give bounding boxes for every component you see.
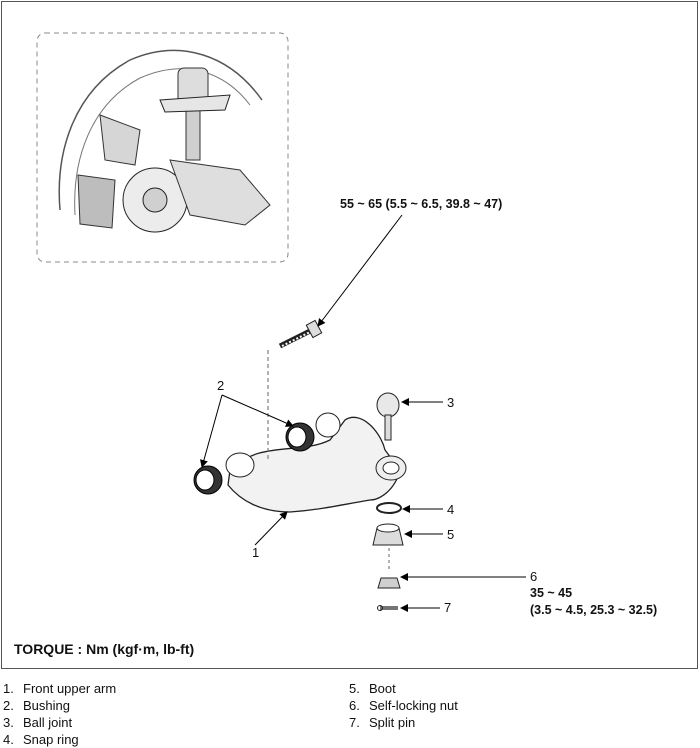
diagram-frame xyxy=(1,1,698,669)
legend-number: 4. xyxy=(3,732,14,747)
legend-item: 4. Snap ring xyxy=(3,731,116,748)
legend-item: 2. Bushing xyxy=(3,697,116,714)
callout-2: 2 xyxy=(217,378,225,393)
vehicle-location-inset xyxy=(36,32,289,263)
front-upper-arm xyxy=(225,412,407,513)
legend-number: 7. xyxy=(349,715,360,730)
callout-6: 6 xyxy=(530,569,538,584)
callout-3: 3 xyxy=(447,395,455,410)
bolt-torque-spec: 55 ~ 65 (5.5 ~ 6.5, 39.8 ~ 47) xyxy=(340,197,503,211)
legend-column-left: 1. Front upper arm 2. Bushing 3. Ball joint… xyxy=(3,680,116,748)
ball-joint xyxy=(376,392,400,441)
bushing-left xyxy=(193,465,223,495)
boot xyxy=(372,523,404,546)
legend-label: Self-locking nut xyxy=(369,698,458,713)
legend-label: Boot xyxy=(369,681,396,696)
legend-label: Bushing xyxy=(23,698,70,713)
legend-item: 1. Front upper arm xyxy=(3,680,116,697)
legend-number: 1. xyxy=(3,681,14,696)
leader-2b xyxy=(221,394,294,427)
leader-2a xyxy=(200,394,223,468)
exploded-view-diagram xyxy=(36,32,526,612)
leader-bolt-torque xyxy=(317,214,403,327)
callout-7: 7 xyxy=(444,600,452,615)
self-locking-nut xyxy=(377,577,401,589)
legend-label: Snap ring xyxy=(23,732,79,747)
legend-label: Front upper arm xyxy=(23,681,117,696)
torque-units-title: TORQUE : Nm (kgf·m, lb-ft) xyxy=(14,641,195,657)
legend-item: 5. Boot xyxy=(349,680,458,697)
nut-torque-spec: 35 ~ 45 xyxy=(530,586,573,600)
legend-item: 7. Split pin xyxy=(349,714,458,731)
leader-1 xyxy=(254,511,288,546)
legend-item: 6. Self-locking nut xyxy=(349,697,458,714)
legend-label: Split pin xyxy=(369,715,416,730)
callout-5: 5 xyxy=(447,527,455,542)
legend-item: 3. Ball joint xyxy=(3,714,116,731)
nut-torque-detail: (3.5 ~ 4.5, 25.3 ~ 32.5) xyxy=(530,603,658,617)
legend-column-right: 5. Boot 6. Self-locking nut 7. Split pin xyxy=(349,680,458,731)
callout-4: 4 xyxy=(447,502,455,517)
split-pin xyxy=(377,605,398,611)
snap-ring xyxy=(376,502,402,514)
callout-1: 1 xyxy=(252,545,260,560)
legend-label: Ball joint xyxy=(23,715,73,730)
bushing-right xyxy=(285,422,315,452)
legend-number: 6. xyxy=(349,698,360,713)
legend-number: 5. xyxy=(349,681,360,696)
legend-number: 2. xyxy=(3,698,14,713)
legend-number: 3. xyxy=(3,715,14,730)
